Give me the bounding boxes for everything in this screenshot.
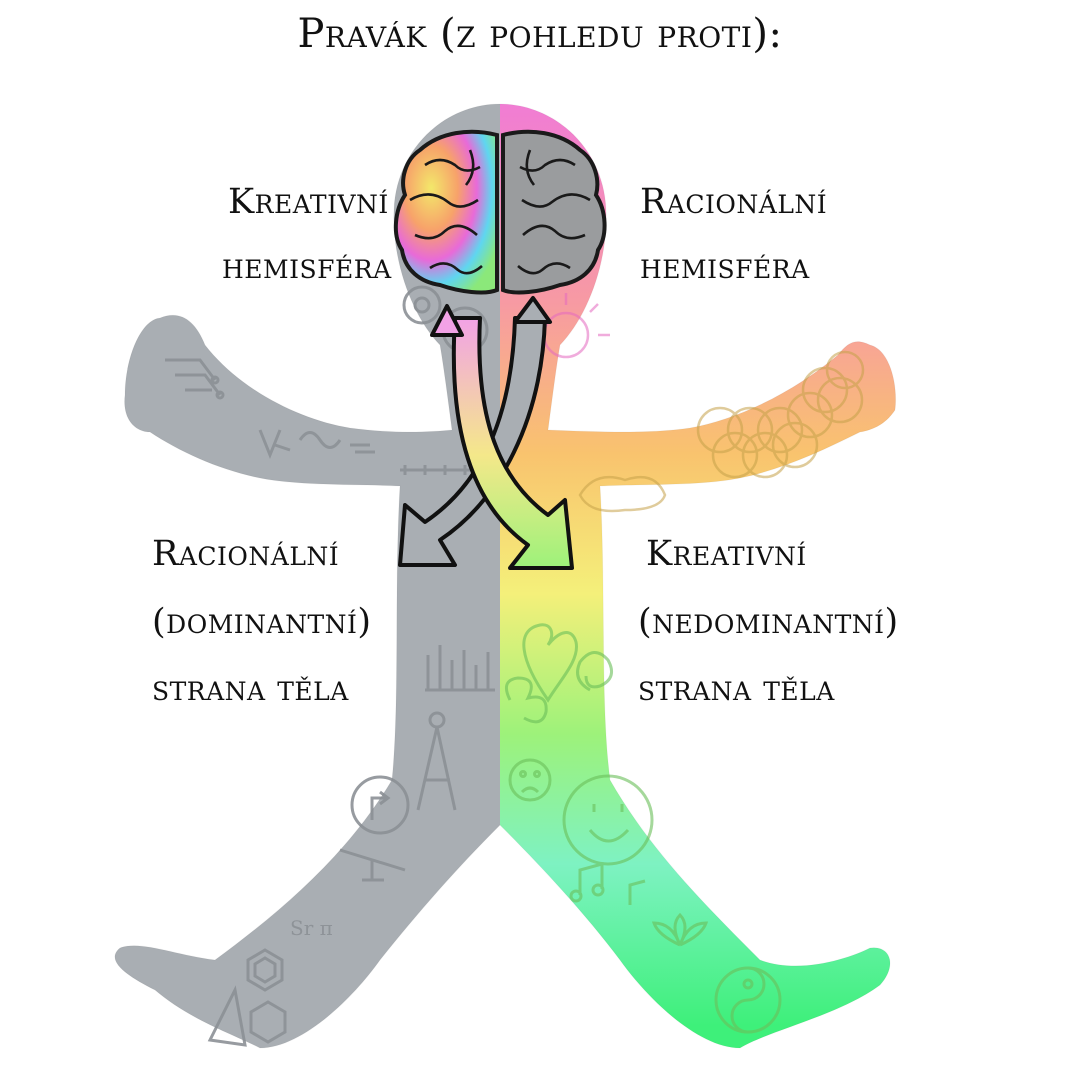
lotus-doodle — [651, 912, 709, 947]
page-title: Pravák (z pohledu proti): — [297, 11, 783, 57]
right-body-label-line2: (nedominantní) — [638, 602, 899, 642]
pi-doodle: Sr π — [290, 916, 333, 940]
flower-pattern-icon — [696, 350, 865, 479]
right-hemisphere-label-line1: Racionální — [640, 182, 828, 222]
bar-chart-icon — [425, 645, 495, 692]
right-hemisphere-label-line2: hemisféra — [640, 247, 810, 287]
arrow-to-right-body — [451, 316, 574, 570]
compass-icon — [416, 711, 457, 811]
left-body-label-line2: (dominantní) — [152, 602, 372, 642]
left-hemisphere-label-line2: hemisféra — [222, 247, 392, 287]
smiley-icon — [508, 758, 654, 866]
balance-doodle — [339, 848, 406, 882]
creative-doodles-lower — [504, 623, 782, 1034]
hexagon-icon — [246, 948, 287, 1044]
music-note-icon — [569, 862, 646, 905]
arrow-to-left-body — [398, 316, 547, 567]
creative-doodles — [522, 293, 865, 513]
heart-icon — [522, 623, 578, 703]
arrow-head-right-up — [513, 296, 552, 324]
cloud-doodle — [578, 475, 667, 513]
ruler-doodle — [400, 465, 470, 475]
left-body-label-line1: Racionální — [152, 534, 340, 574]
brain-icon — [393, 129, 607, 295]
arrow-head-left-up — [430, 304, 464, 337]
crossing-arrows — [398, 296, 574, 570]
left-body-label-line3: strana těla — [152, 669, 349, 709]
brain-right-hemisphere — [501, 129, 607, 295]
spiral-doodle — [576, 651, 614, 692]
brain-folds — [409, 149, 591, 275]
triangle-doodle — [207, 985, 247, 1047]
right-body-label-line3: strana těla — [638, 669, 835, 709]
clover-doodle — [504, 676, 548, 724]
brain-left-hemisphere — [393, 129, 499, 295]
circuit-icon — [165, 358, 225, 400]
left-hemisphere-label-line1: Kreativní — [228, 182, 389, 222]
yin-yang-icon — [714, 966, 782, 1034]
formula-doodle — [258, 429, 375, 460]
right-body-label-line1: Kreativní — [646, 534, 807, 574]
